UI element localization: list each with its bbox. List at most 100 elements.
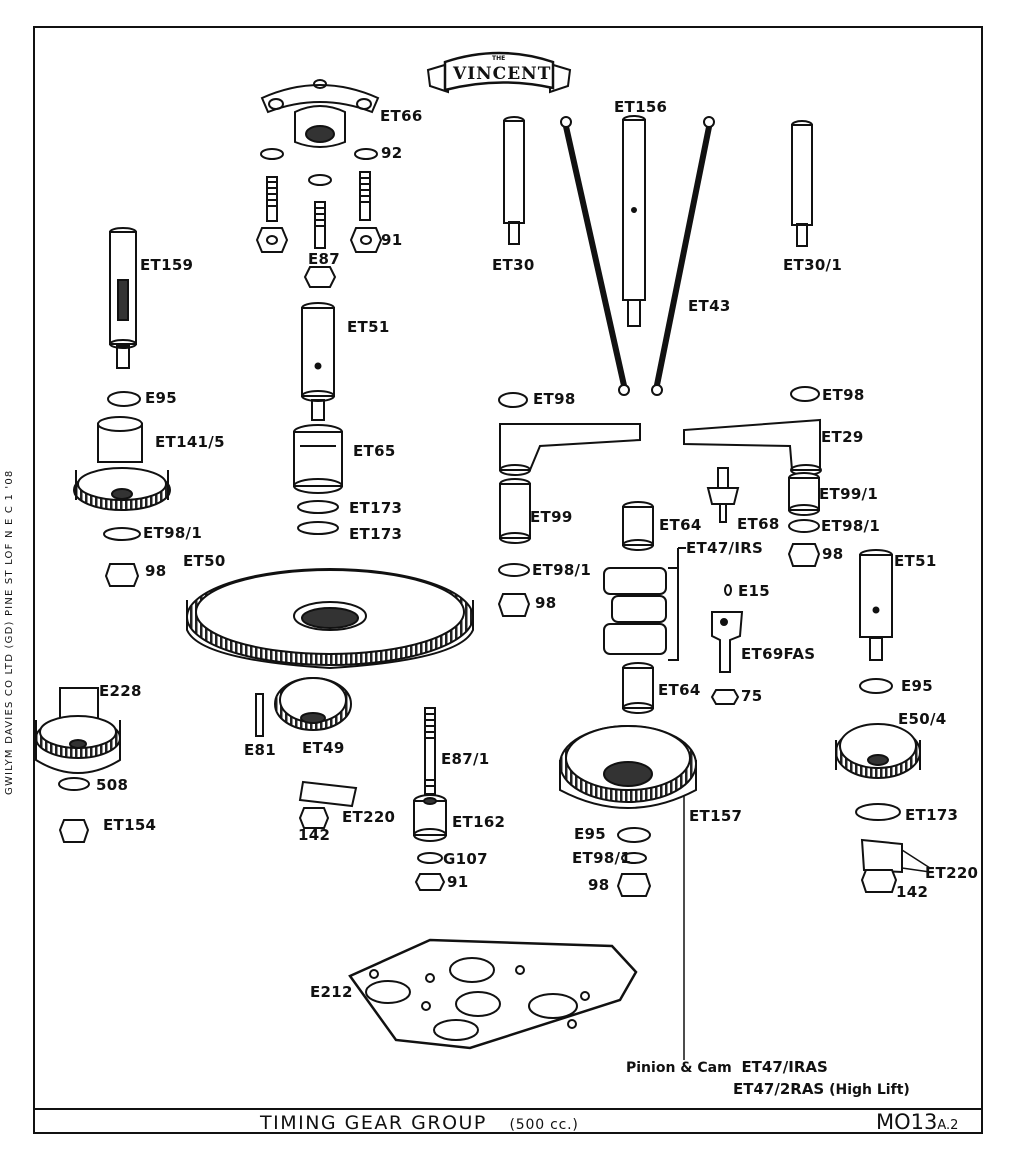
et141-gear-icon — [73, 416, 171, 511]
part-label: ET47/IRS — [686, 539, 764, 557]
part-label: ET49 — [302, 739, 345, 757]
part-label: ET98/1 — [532, 561, 592, 579]
washer-icon — [498, 563, 530, 577]
drawing-title: TIMING GEAR GROUP (500 cc.) — [260, 1112, 579, 1134]
e15-pin-icon — [724, 584, 732, 596]
part-label: 508 — [96, 776, 129, 794]
et51-spindle-icon — [859, 549, 893, 661]
washer-icon — [354, 148, 378, 160]
drawing-title-sub: (500 cc.) — [509, 1117, 579, 1133]
part-label: ET141/5 — [155, 433, 225, 451]
part-label: ET173 — [349, 499, 403, 517]
et156-spindle-icon — [622, 115, 646, 327]
part-label: ET51 — [347, 318, 390, 336]
part-label: 91 — [447, 873, 469, 891]
et65-bush-icon — [293, 424, 343, 494]
part-label: ET98 — [822, 386, 865, 404]
nut-icon — [860, 869, 898, 893]
note-line2: ET47/2RAS — [733, 1080, 825, 1098]
part-label: ET99/1 — [819, 485, 879, 503]
note-prefix: Pinion & Cam — [626, 1060, 732, 1076]
part-label: E95 — [574, 825, 607, 843]
pinion-cam-note: Pinion & Cam ET47/IRAS — [626, 1058, 828, 1076]
e87-1-stud-icon — [424, 707, 436, 795]
part-label: 98 — [145, 562, 167, 580]
nut-icon — [58, 819, 90, 843]
nut-icon — [298, 807, 330, 829]
washer-icon — [417, 852, 443, 864]
part-label: ET157 — [689, 807, 743, 825]
part-label: ET65 — [353, 442, 396, 460]
nut-icon — [616, 873, 652, 897]
lock-tab-icon — [860, 838, 903, 874]
stud-icon — [266, 171, 371, 249]
et50-large-gear-icon — [186, 568, 474, 670]
et64-bush-icon — [622, 501, 654, 551]
exploded-view-drawing — [35, 51, 931, 1060]
washer-icon — [103, 527, 141, 541]
part-label: E87/1 — [441, 750, 490, 768]
washer-icon — [790, 386, 820, 402]
part-label: ET50 — [183, 552, 226, 570]
part-label: 98 — [822, 545, 844, 563]
part-label: ET29 — [821, 428, 864, 446]
part-label: E95 — [901, 677, 934, 695]
part-label: 91 — [381, 231, 403, 249]
et159-shaft-icon — [109, 227, 137, 369]
drawing-number-main: MO13 — [876, 1110, 938, 1134]
part-label: ET69FAS — [741, 645, 816, 663]
e81-pin-icon — [255, 693, 264, 737]
border-frame — [33, 26, 983, 1134]
part-label: ET51 — [894, 552, 937, 570]
part-label: ET98/1 — [572, 849, 632, 867]
part-label: G107 — [443, 850, 488, 868]
washer-icon — [621, 852, 647, 864]
et99-1-bush-icon — [788, 472, 820, 516]
part-label: ET173 — [349, 525, 403, 543]
e50-4-gear-icon — [835, 723, 921, 779]
et43-pushrod-icon — [560, 116, 715, 396]
washer-icon — [498, 392, 528, 408]
et68-oil-feed-icon — [706, 467, 740, 523]
lock-tab-icon — [298, 780, 358, 808]
washer-icon — [297, 500, 339, 514]
part-label: E228 — [99, 682, 142, 700]
part-label: 75 — [741, 687, 763, 705]
washer-icon — [617, 827, 651, 843]
part-label: 92 — [381, 144, 403, 162]
part-label: ET99 — [530, 508, 573, 526]
nut-icon — [497, 593, 531, 617]
part-label: ET220 — [925, 864, 979, 882]
e212-cover-plate-icon — [348, 938, 638, 1050]
nut-icon — [787, 543, 821, 567]
et99-bush-icon — [499, 478, 531, 544]
part-label: ET64 — [658, 681, 701, 699]
part-label: ET159 — [140, 256, 194, 274]
part-label: 142 — [896, 883, 929, 901]
part-label: E50/4 — [898, 710, 947, 728]
drawing-number: MO13A.2 — [876, 1110, 958, 1134]
e228-gear-icon — [35, 687, 121, 774]
part-label: ET162 — [452, 813, 506, 831]
washer-icon — [58, 777, 90, 791]
part-label: E81 — [244, 741, 277, 759]
part-label: 98 — [588, 876, 610, 894]
note-line1: ET47/IRAS — [741, 1058, 828, 1076]
part-label: ET156 — [614, 98, 668, 116]
pinion-cam-note-2: ET47/2RAS (High Lift) — [733, 1080, 910, 1098]
part-label: ET66 — [380, 107, 423, 125]
logo-brand-text: VINCENT — [453, 64, 552, 84]
et47-camshaft-icon — [603, 547, 686, 661]
part-label: E212 — [310, 983, 353, 1001]
et64-bush-icon — [622, 662, 654, 714]
title-block — [33, 1108, 983, 1134]
part-label: E15 — [738, 582, 771, 600]
drawing-title-main: TIMING GEAR GROUP — [260, 1112, 487, 1134]
part-label: ET154 — [103, 816, 157, 834]
nut-icon — [104, 563, 140, 587]
et30-tappet-guide-icon — [503, 116, 525, 245]
note-line2-suffix: (High Lift) — [829, 1082, 910, 1098]
nut-icon — [414, 873, 446, 891]
washer-icon — [788, 519, 820, 533]
